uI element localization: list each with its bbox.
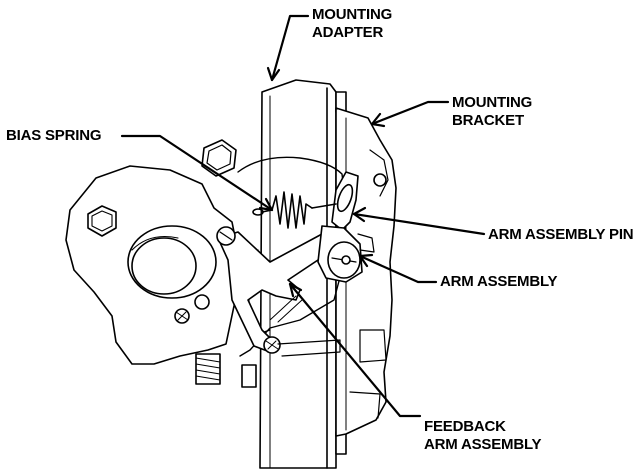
mounting-adapter-label: MOUNTING ADAPTER	[312, 6, 392, 42]
mounting-adapter-line2: ADAPTER	[312, 24, 384, 41]
mounting-adapter-line1: MOUNTING	[312, 6, 393, 23]
bias-spring	[252, 191, 337, 229]
mounting-bracket-line2: BRACKET	[452, 112, 524, 129]
arm-assembly-pin-label: ARM ASSEMBLY PIN	[488, 226, 634, 243]
feedback-arm-assembly-line2: ARM ASSEMBLY	[424, 436, 542, 453]
actuator-body	[65, 165, 241, 385]
mounting-bracket-line1: MOUNTING	[452, 94, 533, 111]
feedback-arm-assembly-line1: FEEDBACK	[424, 418, 506, 435]
arm-assembly	[317, 171, 375, 283]
feedback-arm-assembly-label: FEEDBACK ARM ASSEMBLY	[424, 418, 542, 454]
leader-lines	[120, 14, 486, 418]
upper-hex-nut	[201, 139, 237, 177]
arm-assembly-label: ARM ASSEMBLY	[440, 273, 558, 290]
bias-spring-label: BIAS SPRING	[6, 127, 102, 144]
mounting-bracket-label: MOUNTING BRACKET	[452, 94, 532, 130]
feedback-arm	[216, 226, 341, 357]
